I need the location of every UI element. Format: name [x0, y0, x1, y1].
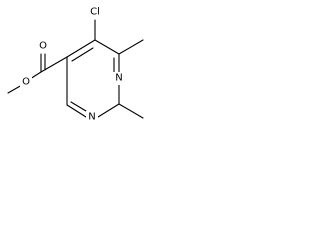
bond-n3-c4 [66, 104, 87, 118]
chlorine-atom: Cl [87, 6, 104, 19]
bond-c6-methyl [118, 39, 144, 55]
ester-oxygen-label: O [22, 77, 30, 88]
carbonyl-oxygen-atom: O [37, 40, 49, 53]
ring-nitrogen-upper-label: N [115, 73, 122, 84]
molecule-structure: Cl O O N N [7, 6, 144, 124]
bond-c5-ring-top-inner [71, 47, 94, 62]
bond-layer [7, 19, 144, 119]
ester-oxygen-atom: O [20, 76, 32, 89]
carbonyl-oxygen-label: O [39, 41, 47, 52]
bond-ester-o-methyl [7, 84, 23, 94]
bond-n3-c4-inner [70, 101, 87, 112]
bond-c5-c6 [94, 39, 120, 55]
bond-c2-methyl [118, 103, 144, 119]
ring-nitrogen-lower-atom: N [86, 111, 98, 124]
bond-c5-ring-top [66, 39, 96, 58]
ring-nitrogen-upper-atom: N [113, 72, 125, 85]
bond-c2-n3 [97, 103, 120, 118]
atom-label-layer: Cl O O N N [20, 6, 125, 124]
chlorine-label: Cl [90, 7, 100, 18]
ring-nitrogen-lower-label: N [88, 112, 95, 123]
